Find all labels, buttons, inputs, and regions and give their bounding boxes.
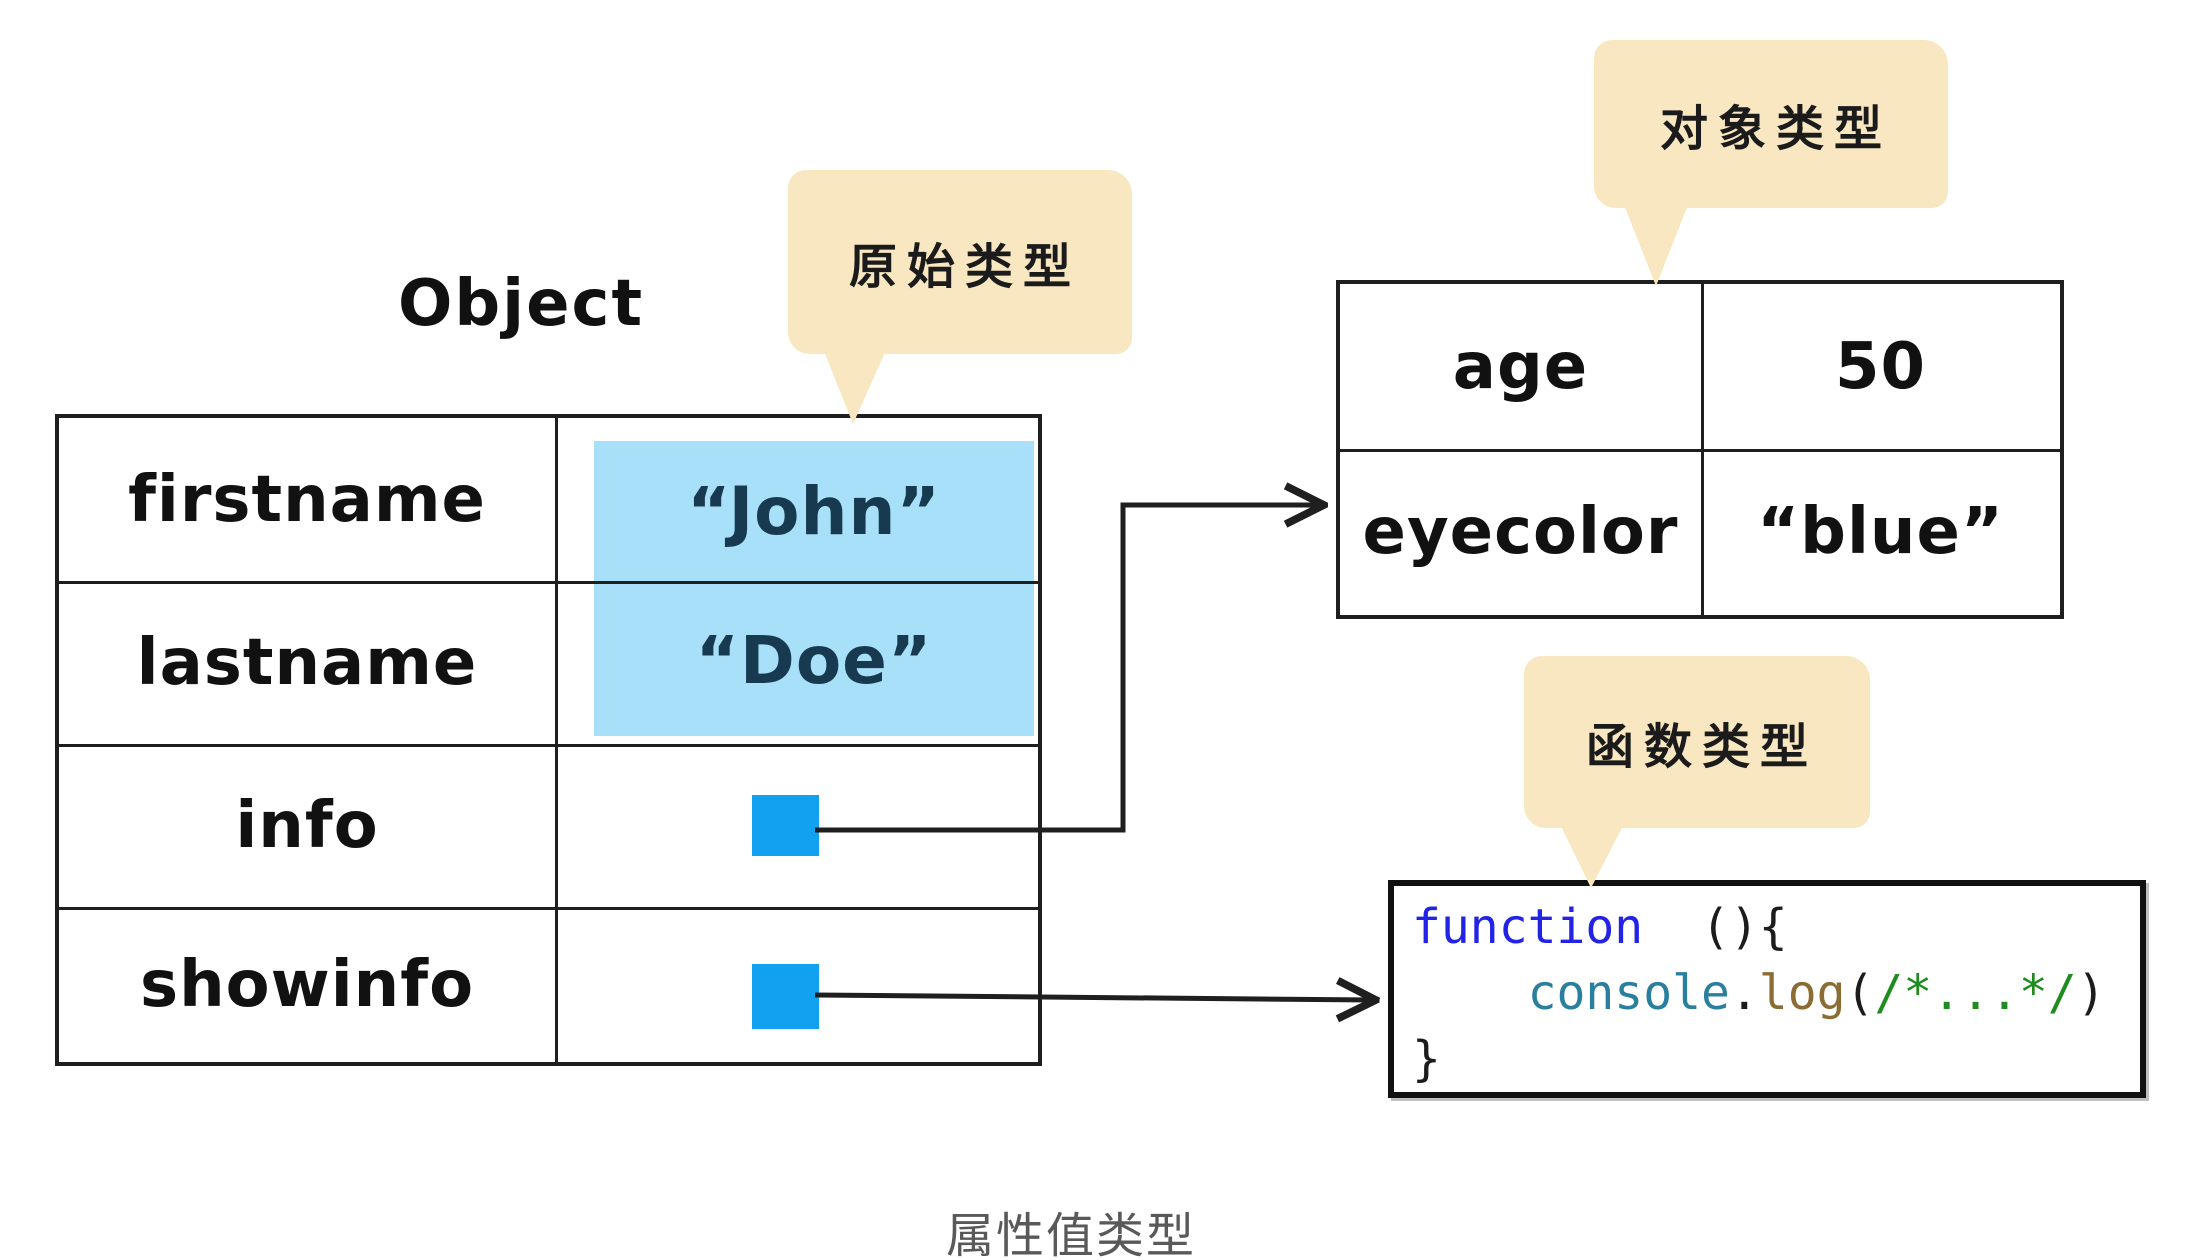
code-token-params-brace: (){ xyxy=(1643,899,1788,955)
object-bubble-tail xyxy=(1622,200,1690,286)
primitive-type-bubble-label: 原始类型 xyxy=(848,239,1081,295)
code-line-2: console.log(/*...*/) xyxy=(1412,960,2140,1026)
object-table: firstname lastname info showinfo “John” … xyxy=(55,414,1042,1066)
primitive-bubble-tail xyxy=(822,346,888,424)
diagram-caption: 属性值类型 xyxy=(946,1210,1197,1260)
function-code-box: function (){ console.log(/*...*/) } xyxy=(1388,880,2146,1098)
object-row-showinfo-key: showinfo xyxy=(139,947,475,1022)
object-table-row-divider-1 xyxy=(59,581,1038,584)
object-table-column-divider xyxy=(555,418,558,1062)
object-row-firstname-value: “John” xyxy=(687,472,941,550)
code-token-console: console xyxy=(1527,965,1730,1021)
primitive-type-bubble: 原始类型 xyxy=(788,170,1132,354)
showinfo-pointer-square xyxy=(752,964,819,1029)
object-table-title: Object xyxy=(397,267,645,341)
code-token-close-brace: } xyxy=(1412,1031,1441,1087)
detail-table-row-divider xyxy=(1340,449,2060,452)
code-line-1: function (){ xyxy=(1412,894,2140,960)
code-token-close-paren: ) xyxy=(2076,965,2106,1021)
info-pointer-square xyxy=(752,795,819,856)
function-type-bubble-label: 函数类型 xyxy=(1585,719,1818,775)
code-token-function: function xyxy=(1412,899,1644,955)
function-bubble-tail xyxy=(1558,820,1626,888)
object-type-bubble-label: 对象类型 xyxy=(1659,101,1892,157)
code-token-dot: . xyxy=(1729,965,1759,1021)
code-indent xyxy=(1412,965,1528,1021)
code-token-comment: /*...*/ xyxy=(1874,965,2077,1021)
code-token-open-paren: ( xyxy=(1845,965,1875,1021)
object-type-bubble: 对象类型 xyxy=(1594,40,1948,208)
object-table-row-divider-3 xyxy=(59,907,1038,910)
object-row-info-key: info xyxy=(235,788,379,863)
object-row-lastname-key: lastname xyxy=(136,625,478,700)
detail-table: age 50 eyecolor “blue” xyxy=(1336,280,2064,619)
detail-row-eyecolor-value: “blue” xyxy=(1757,495,2004,569)
function-type-bubble: 函数类型 xyxy=(1524,656,1870,828)
object-row-lastname-value: “Doe” xyxy=(695,621,933,699)
detail-row-eyecolor-key: eyecolor xyxy=(1362,495,1679,569)
detail-row-age-value: 50 xyxy=(1834,329,1927,404)
object-row-firstname-key: firstname xyxy=(128,462,486,537)
code-token-log: log xyxy=(1758,965,1846,1021)
detail-row-age-key: age xyxy=(1452,329,1589,404)
object-table-row-divider-2 xyxy=(59,744,1038,747)
code-line-3: } xyxy=(1412,1026,2140,1092)
